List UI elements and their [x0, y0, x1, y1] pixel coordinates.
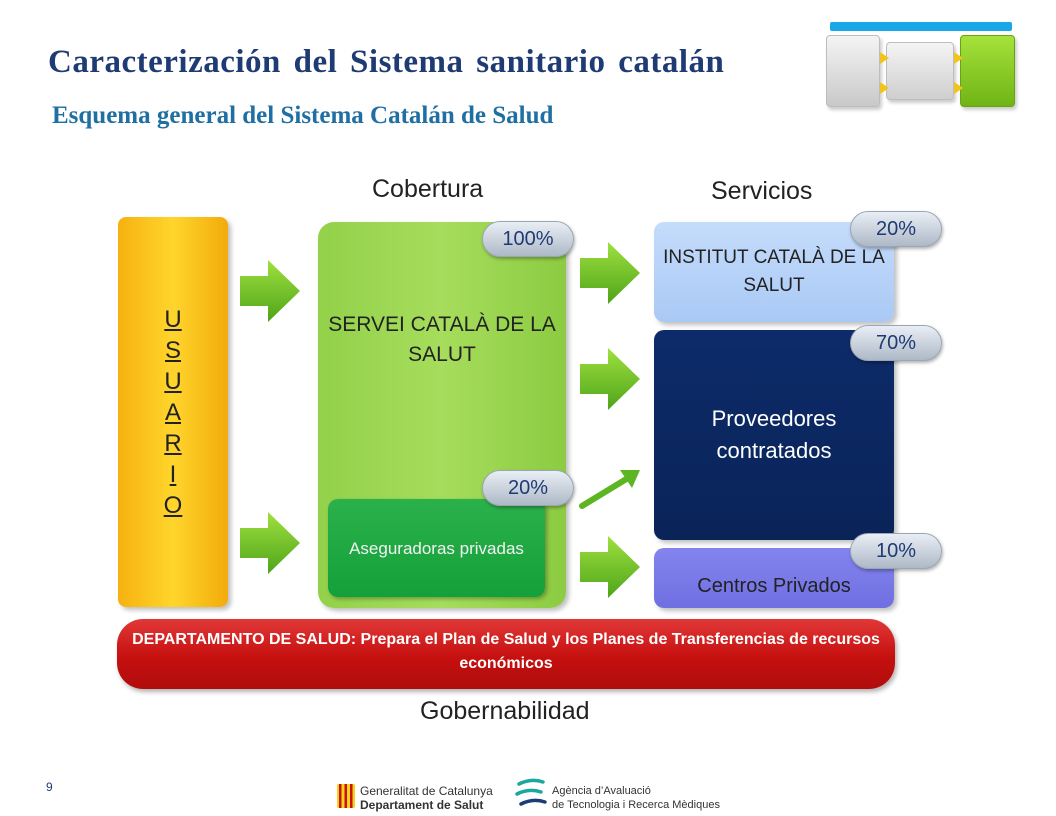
- ics-pct-badge: 20%: [850, 211, 942, 247]
- page-subtitle: Esquema general del Sistema Catalán de S…: [52, 102, 554, 129]
- heading-servicios: Servicios: [711, 177, 813, 205]
- servei-pct-badge: 100%: [482, 221, 574, 257]
- process-graphic-bar: [830, 22, 1012, 31]
- process-graphic-arrow-icon: [954, 52, 963, 64]
- generalitat-name: Generalitat de Catalunya: [360, 784, 493, 798]
- process-graphic-box-1: [826, 35, 880, 107]
- aquas-name-line1: Agència d’Avaluació: [552, 785, 651, 797]
- aquas-name-line2: de Tecnologia i Recerca Mèdiques: [552, 799, 720, 811]
- proveedores-contratados-box: Proveedores contratados: [654, 330, 894, 540]
- arrow-diagonal-icon: [579, 470, 640, 509]
- usuario-letter: R: [164, 429, 182, 457]
- page-title: Caracterización del Sistema sanitario ca…: [48, 44, 725, 80]
- servei-catala-salut-label: SERVEI CATALÀ DE LA SALUT: [328, 313, 556, 366]
- usuario-letter: I: [169, 460, 177, 488]
- arrow-right-icon: [240, 260, 300, 322]
- arrow-right-icon: [240, 512, 300, 574]
- usuario-letter: U: [164, 367, 182, 395]
- generalitat-logo-icon: [337, 784, 355, 808]
- usuario-letter: S: [164, 336, 181, 364]
- centros-pct-badge: 10%: [850, 533, 942, 569]
- arrow-right-icon: [580, 348, 640, 410]
- process-graphic-arrow-icon: [954, 82, 963, 94]
- aquas-logo-icon: [515, 778, 547, 806]
- process-graphic-arrow-icon: [880, 52, 889, 64]
- proveedores-pct-badge: 70%: [850, 325, 942, 361]
- departamento-salud-bold: DEPARTAMENTO DE SALUD:: [132, 631, 357, 648]
- heading-cobertura: Cobertura: [372, 175, 484, 203]
- heading-gobernabilidad: Gobernabilidad: [420, 697, 590, 725]
- departamento-salud-banner: DEPARTAMENTO DE SALUD: Prepara el Plan d…: [117, 619, 895, 689]
- departamento-salud-text: Prepara el Plan de Salud y los Planes de…: [356, 631, 880, 672]
- aseguradoras-pct-badge: 20%: [482, 470, 574, 506]
- departament-name: Departament de Salut: [360, 798, 484, 812]
- arrow-right-icon: [580, 536, 640, 598]
- institut-catala-salut-box: INSTITUT CATALÀ DE LA SALUT: [654, 222, 894, 322]
- usuario-box: U S U A R I O: [118, 217, 228, 607]
- aquas-logo-text: Agència d’Avaluació de Tecnologia i Rece…: [552, 784, 720, 812]
- usuario-letter: O: [163, 491, 183, 519]
- usuario-letter: U: [164, 305, 182, 333]
- process-graphic-arrow-icon: [880, 82, 889, 94]
- generalitat-logo-text: Generalitat de Catalunya Departament de …: [360, 784, 493, 812]
- usuario-letter: A: [164, 398, 181, 426]
- page-number: 9: [46, 780, 53, 794]
- arrow-right-icon: [580, 242, 640, 304]
- aseguradoras-privadas-box: Aseguradoras privadas: [328, 499, 545, 597]
- process-graphic-box-2: [886, 42, 954, 100]
- process-graphic-box-3: [960, 35, 1015, 107]
